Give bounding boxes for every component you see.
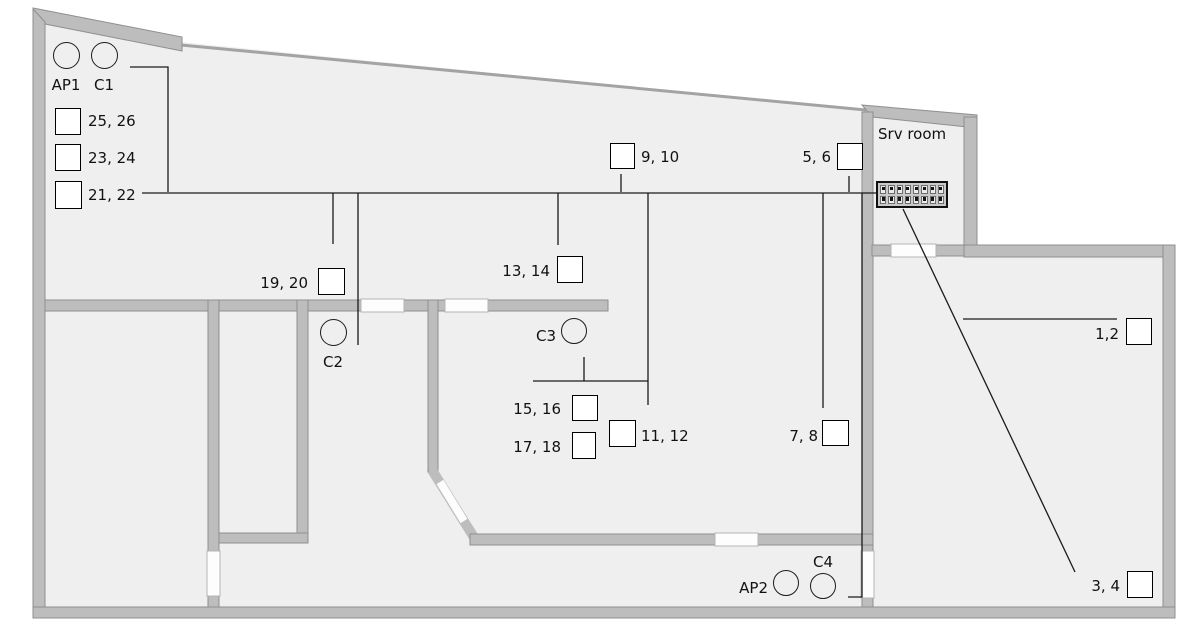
device-label-c3: C3: [535, 327, 556, 345]
outlet-box-17-18: [572, 432, 596, 459]
outlet-box-5-6: [837, 143, 863, 170]
device-label-ap1: AP1: [51, 76, 81, 94]
rj45-port-icon: [937, 185, 944, 194]
access-point-marker-ap2: [773, 570, 799, 596]
rj45-port-icon: [913, 185, 920, 194]
patch-panel-icon: [876, 181, 948, 208]
rj45-port-icon: [929, 185, 936, 194]
cable-drop-ap2-c4: [848, 193, 863, 598]
srv-room-label: Srv room: [878, 125, 947, 143]
device-label-ap2: AP2: [739, 579, 768, 597]
outlet-label-5-6: 5, 6: [802, 148, 831, 166]
outlet-box-21-22: [55, 181, 82, 209]
outlet-box-15-16: [572, 395, 598, 421]
outlet-box-3-4: [1127, 571, 1153, 598]
floor-area: [36, 14, 1175, 612]
outlet-box-13-14: [557, 256, 583, 283]
outlet-box-7-8: [822, 420, 849, 446]
rj45-port-icon: [929, 195, 936, 204]
rj45-port-icon: [888, 185, 895, 194]
cable-c1-riser: [130, 66, 169, 192]
rj45-port-icon: [913, 195, 920, 204]
device-marker-c3: [561, 318, 587, 344]
outlet-label-13-14: 13, 14: [502, 262, 550, 280]
outlet-box-11-12: [609, 420, 636, 447]
device-marker-c1: [91, 42, 118, 69]
access-point-marker-ap1: [53, 42, 80, 69]
outlet-label-3-4: 3, 4: [1091, 577, 1120, 595]
device-label-c2: C2: [322, 353, 344, 371]
rj45-port-icon: [880, 185, 887, 194]
rj45-port-icon: [921, 185, 928, 194]
rj45-port-icon: [896, 185, 903, 194]
outlet-label-25-26: 25, 26: [88, 112, 136, 130]
outlet-label-17-18: 17, 18: [513, 438, 561, 456]
device-label-c4: C4: [812, 553, 834, 571]
device-label-c1: C1: [93, 76, 115, 94]
outlet-label-23-24: 23, 24: [88, 149, 136, 167]
outlet-box-1-2: [1126, 318, 1152, 345]
cable-run-3-4: [902, 208, 1076, 573]
cable-runs: [130, 66, 1117, 598]
outlet-box-23-24: [55, 144, 81, 171]
outlet-box-19-20: [318, 268, 345, 295]
outlet-label-7-8: 7, 8: [789, 427, 818, 445]
rj45-port-icon: [921, 195, 928, 204]
outlet-box-25-26: [55, 108, 81, 135]
outlet-label-21-22: 21, 22: [88, 186, 136, 204]
rj45-port-icon: [937, 195, 944, 204]
rj45-port-icon: [888, 195, 895, 204]
outlet-label-11-12: 11, 12: [641, 427, 689, 445]
device-marker-c4: [810, 573, 836, 599]
door-openings: [206, 243, 937, 599]
rj45-port-icon: [904, 185, 911, 194]
outlet-box-9-10: [610, 143, 635, 169]
rj45-port-icon: [896, 195, 903, 204]
rj45-port-icon: [904, 195, 911, 204]
device-marker-c2: [320, 319, 347, 346]
outlet-label-19-20: 19, 20: [260, 274, 308, 292]
rj45-port-icon: [880, 195, 887, 204]
outlet-label-1-2: 1,2: [1095, 325, 1119, 343]
outlet-label-9-10: 9, 10: [641, 148, 680, 166]
outlet-label-15-16: 15, 16: [513, 400, 561, 418]
